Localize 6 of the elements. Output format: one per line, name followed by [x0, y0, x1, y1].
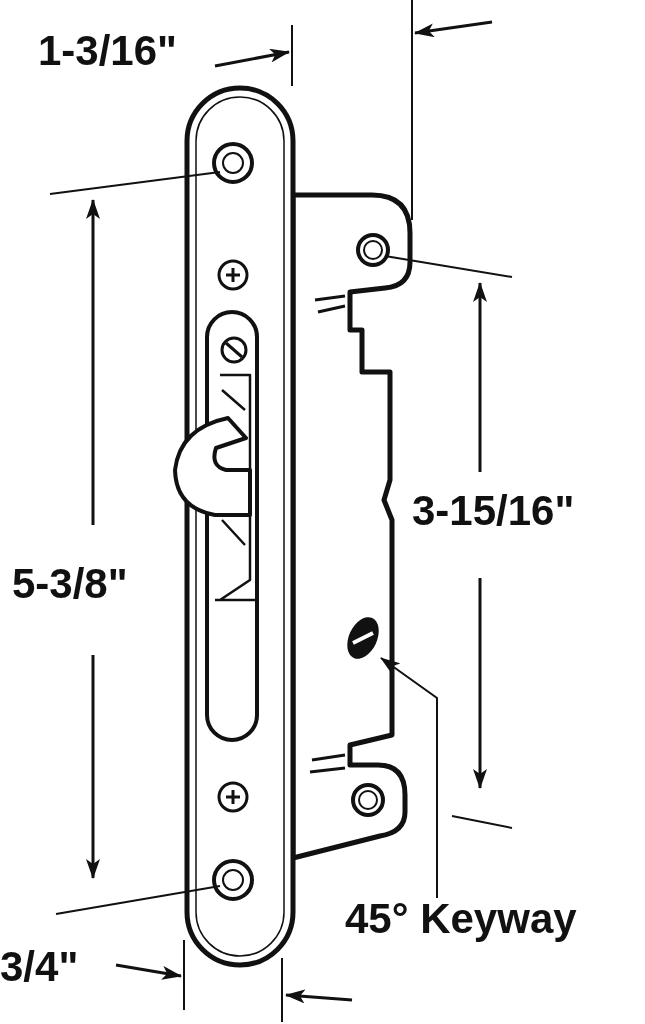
leader-line — [380, 657, 438, 899]
dimension-label: 3/4" — [0, 946, 79, 988]
dimension-label: 1-3/16" — [38, 30, 177, 72]
callout-label: 45° Keyway — [345, 898, 577, 940]
dimension-label: 5-3/8" — [12, 563, 128, 605]
dimension-label: 3-15/16" — [412, 490, 575, 532]
